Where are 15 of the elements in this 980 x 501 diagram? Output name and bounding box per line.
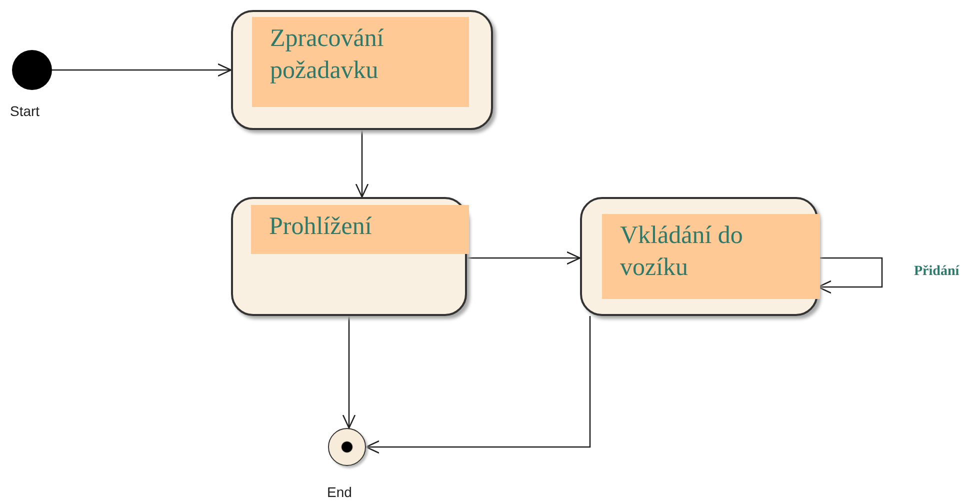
state-box: [231, 10, 493, 130]
state-name: Prohlížení: [251, 205, 469, 254]
arrow: [52, 63, 232, 77]
state-box: [580, 197, 818, 316]
state-box: [231, 197, 467, 316]
state-circle: [12, 50, 52, 90]
arrow: [467, 251, 581, 265]
arrow: [342, 316, 356, 429]
arrow: [355, 130, 369, 198]
state-circle: [328, 428, 366, 466]
state-name: Zpracování požadavku: [252, 17, 469, 107]
state-name: Vkládání do vozíku: [602, 214, 820, 299]
arrow: [365, 316, 591, 454]
state-caption: Start: [10, 103, 40, 119]
state-caption: End: [327, 484, 352, 500]
